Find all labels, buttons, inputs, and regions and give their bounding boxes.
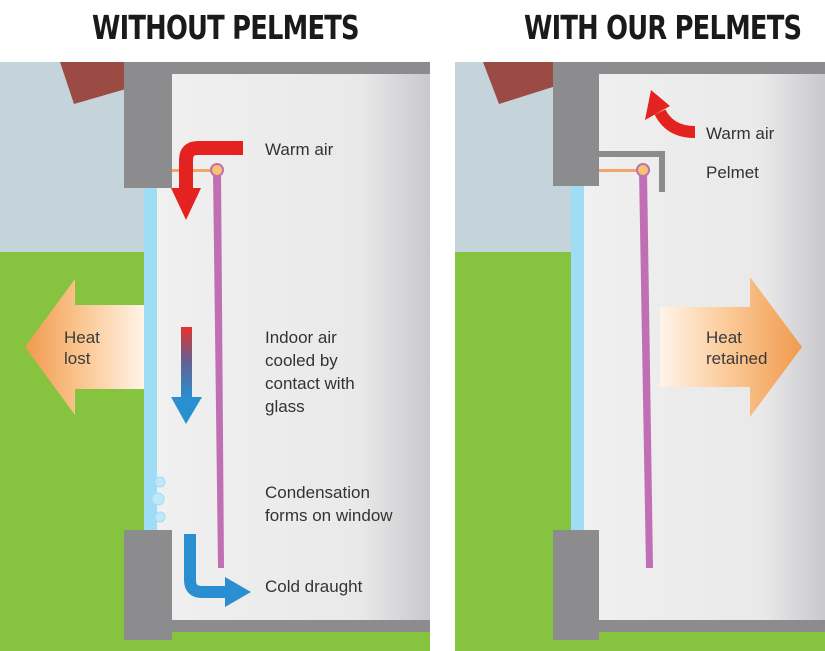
left-panel-title: WITHOUT PELMETS <box>92 8 360 47</box>
window-head-wall <box>553 62 599 186</box>
heat-lost-arrow-icon <box>25 279 144 415</box>
warm-air-label: Warm air <box>265 140 334 159</box>
curtain <box>213 170 224 568</box>
condensation-droplets-icon <box>151 476 166 523</box>
with-pelmets-diagram <box>455 62 825 651</box>
curtain <box>639 170 653 568</box>
heat-retained-arrow-icon <box>660 277 802 417</box>
curtain-rail-bracket <box>599 169 639 172</box>
warm-air-arrow-icon <box>171 141 243 220</box>
ceiling-line <box>124 62 430 74</box>
without-pelmets-diagram <box>0 62 430 651</box>
cold-air-arrow-icon <box>171 327 202 424</box>
pelmet <box>599 151 665 192</box>
floor-line <box>124 620 430 632</box>
floor-line <box>553 620 825 632</box>
right-panel-title: WITH OUR PELMETS <box>524 8 802 47</box>
window-glass <box>571 186 584 530</box>
indoor-air-label: Indoor air cooled by contact with glass <box>265 328 355 416</box>
heat-retained-label: Heat retained <box>706 328 768 368</box>
cold-draught-label: Cold draught <box>265 577 363 596</box>
room-interior <box>150 62 430 631</box>
heat-lost-label: Heat lost <box>64 328 100 368</box>
cold-draught-arrow-icon <box>184 534 251 607</box>
warm-air-label-right: Warm air <box>706 124 775 143</box>
window-glass <box>144 188 157 530</box>
roof <box>483 62 575 104</box>
curtain-rail-end <box>210 163 224 177</box>
ceiling-line <box>553 62 825 74</box>
warm-air-arrow-icon <box>645 90 696 138</box>
window-head-wall <box>124 62 172 188</box>
curtain-rail-end <box>636 163 650 177</box>
condensation-label: Condensation forms on window <box>265 483 393 525</box>
pelmet-label: Pelmet <box>706 163 759 182</box>
